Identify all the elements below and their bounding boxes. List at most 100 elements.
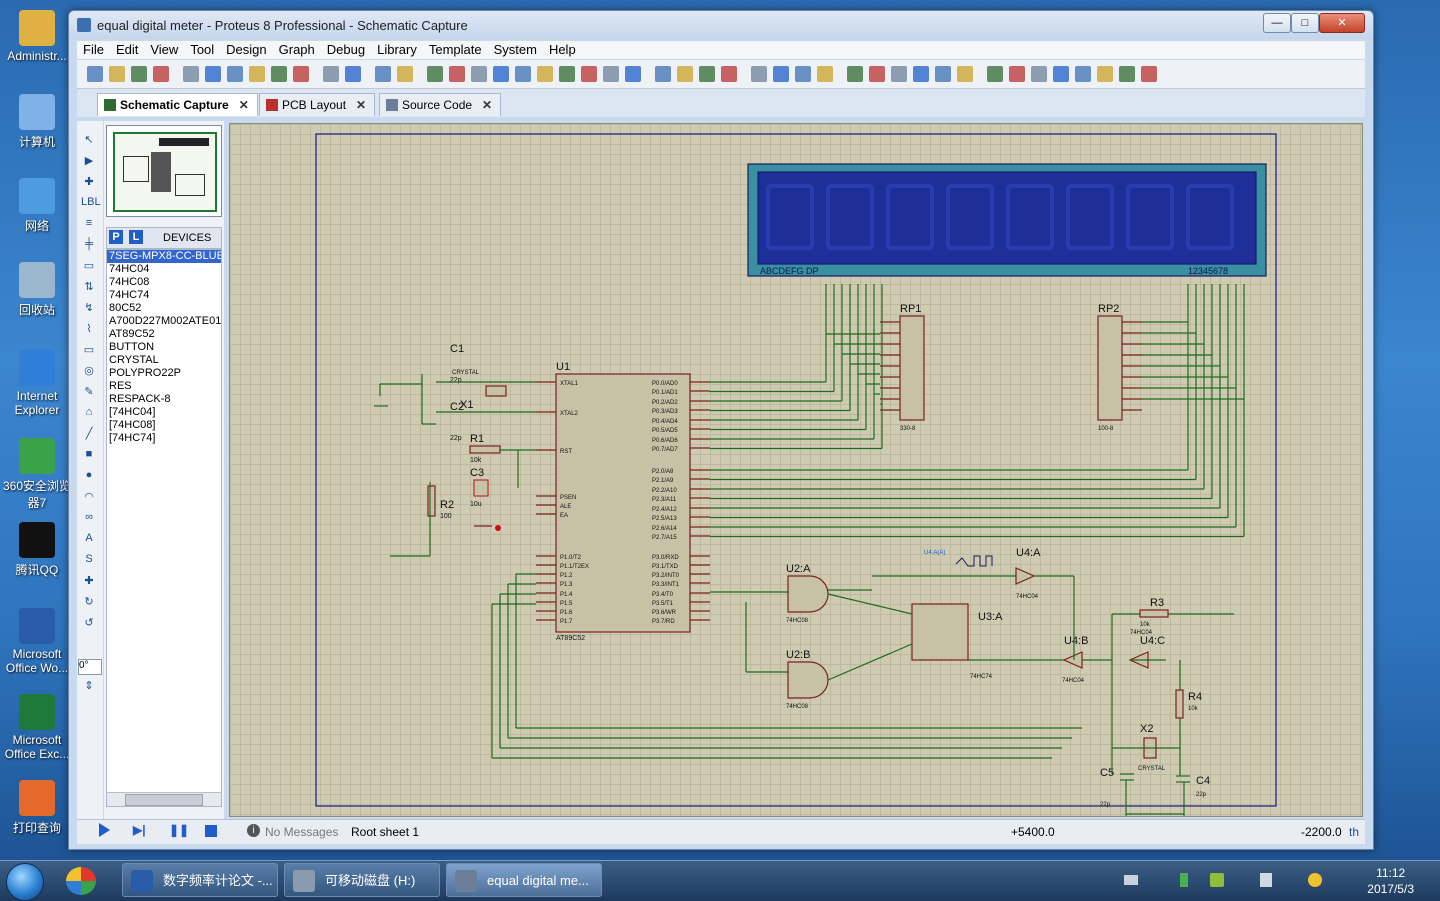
device-item[interactable]: AT89C52 [109, 328, 155, 340]
toolbar-tool-icon[interactable] [183, 66, 199, 82]
desktop-icon[interactable]: 腾讯QQ [0, 522, 74, 578]
toolbar-tool-icon[interactable] [795, 66, 811, 82]
start-button[interactable] [6, 863, 44, 901]
title-bar[interactable]: equal digital meter - Proteus 8 Professi… [69, 11, 1373, 39]
security-icon[interactable] [1308, 873, 1322, 887]
toolbar-tool-icon[interactable] [655, 66, 671, 82]
toolbar-tool-icon[interactable] [1097, 66, 1113, 82]
sheet-status[interactable]: Root sheet 1 [351, 825, 420, 839]
toolbar-tool-icon[interactable] [293, 66, 309, 82]
mode-tool-icon[interactable]: ╪ [85, 238, 93, 250]
toolbar-tool-icon[interactable] [773, 66, 789, 82]
stop-button[interactable] [205, 825, 217, 837]
toolbar-tool-icon[interactable] [271, 66, 287, 82]
toolbar-tool-icon[interactable] [559, 66, 575, 82]
toolbar-tool-icon[interactable] [153, 66, 169, 82]
clock[interactable]: 11:12 2017/5/3 [1367, 865, 1414, 897]
toolbar-tool-icon[interactable] [537, 66, 553, 82]
mode-tool-icon[interactable]: ⌇ [86, 323, 92, 335]
toolbar-tool-icon[interactable] [1075, 66, 1091, 82]
desktop-icon[interactable]: Administr... [0, 10, 74, 63]
tab-pcb-layout[interactable]: PCB Layout✕ [259, 93, 376, 116]
toolbar-tool-icon[interactable] [397, 66, 413, 82]
toolbar-tool-icon[interactable] [677, 66, 693, 82]
mode-tool-icon[interactable]: ✚ [84, 575, 94, 587]
menu-item[interactable]: Design [226, 42, 267, 57]
menu-item[interactable]: Template [428, 42, 482, 57]
device-item[interactable]: 80C52 [109, 302, 142, 314]
toolbar-tool-icon[interactable] [449, 66, 465, 82]
toolbar-tool-icon[interactable] [935, 66, 951, 82]
device-item[interactable]: 7SEG-MPX8-CC-BLUE [107, 250, 222, 263]
mode-tool-icon[interactable]: ↺ [84, 617, 94, 629]
menu-item[interactable]: Debug [326, 42, 366, 57]
toolbar-tool-icon[interactable] [751, 66, 767, 82]
toolbar-tool-icon[interactable] [1031, 66, 1047, 82]
volume-icon[interactable] [1260, 873, 1272, 887]
menu-item[interactable]: Graph [278, 42, 315, 57]
toolbar-tool-icon[interactable] [375, 66, 391, 82]
maximize-button[interactable]: □ [1291, 13, 1319, 33]
mode-tool-icon[interactable]: ▭ [83, 344, 95, 356]
menu-item[interactable]: View [150, 42, 179, 57]
device-item[interactable]: 74HC08 [109, 276, 150, 288]
mode-tool-icon[interactable]: ↯ [84, 302, 94, 314]
menu-item[interactable]: Tool [190, 42, 215, 57]
desktop-icon[interactable]: Microsoft Office Exc... [0, 694, 74, 761]
device-item[interactable]: A700D227M002ATE01 [109, 315, 222, 327]
device-item[interactable]: [74HC08] [109, 419, 156, 431]
device-item[interactable]: 74HC74 [109, 289, 150, 301]
menu-item[interactable]: Library [377, 42, 417, 57]
desktop-icon[interactable]: 计算机 [0, 94, 74, 150]
desktop-icon[interactable]: Microsoft Office Wo... [0, 608, 74, 675]
toolbar-tool-icon[interactable] [1053, 66, 1069, 82]
toolbar-tool-icon[interactable] [109, 66, 125, 82]
toolbar-tool-icon[interactable] [515, 66, 531, 82]
keyboard-icon[interactable] [1124, 875, 1138, 885]
toolbar-tool-icon[interactable] [1009, 66, 1025, 82]
mode-tool-icon[interactable]: ⇅ [84, 281, 94, 293]
toolbar-tool-icon[interactable] [817, 66, 833, 82]
device-item[interactable]: 74HC04 [109, 263, 150, 275]
mode-tool-icon[interactable]: A [85, 532, 93, 544]
messages-status[interactable]: No Messages [265, 825, 339, 839]
mode-tool-icon[interactable]: ✎ [84, 386, 94, 398]
pick-device-button[interactable]: P [109, 230, 123, 244]
toolbar-tool-icon[interactable] [205, 66, 221, 82]
device-item[interactable]: RESPACK-8 [109, 393, 171, 405]
device-item[interactable]: [74HC04] [109, 406, 156, 418]
toolbar-tool-icon[interactable] [1119, 66, 1135, 82]
toolbar-tool-icon[interactable] [957, 66, 973, 82]
toolbar-tool-icon[interactable] [913, 66, 929, 82]
toolbar-tool-icon[interactable] [603, 66, 619, 82]
desktop-icon[interactable]: Internet Explorer [0, 350, 74, 417]
mode-tool-icon[interactable]: ⌂ [85, 406, 93, 418]
menu-item[interactable]: System [493, 42, 537, 57]
mode-tool-icon[interactable]: ∞ [85, 511, 93, 523]
taskbar-task[interactable]: equal digital me... [446, 863, 602, 897]
desktop-icon[interactable]: 回收站 [0, 262, 74, 318]
menu-item[interactable]: Help [548, 42, 576, 57]
device-item[interactable]: BUTTON [109, 341, 155, 353]
battery-icon[interactable] [1180, 873, 1188, 887]
toolbar-tool-icon[interactable] [987, 66, 1003, 82]
toolbar-tool-icon[interactable] [625, 66, 641, 82]
play-button[interactable] [99, 823, 110, 837]
library-button[interactable]: L [129, 230, 143, 244]
mode-tool-icon[interactable]: ↻ [84, 596, 94, 608]
toolbar-tool-icon[interactable] [699, 66, 715, 82]
toolbar-tool-icon[interactable] [1141, 66, 1157, 82]
mode-tool-icon[interactable] [81, 637, 97, 651]
mode-tool-icon[interactable]: ▭ [83, 260, 95, 272]
mode-tool-icon[interactable]: ≡ [85, 217, 93, 229]
device-item[interactable]: POLYPRO22P [109, 367, 181, 379]
device-item[interactable]: RES [109, 380, 132, 392]
toolbar-tool-icon[interactable] [581, 66, 597, 82]
close-button[interactable]: ✕ [1319, 13, 1365, 33]
mode-tool-icon[interactable]: ◎ [84, 365, 94, 377]
desktop-icon[interactable]: 360安全浏览器7 [0, 438, 74, 511]
mode-tool-icon[interactable]: S [85, 553, 93, 565]
app-launcher-icon[interactable] [66, 867, 96, 895]
